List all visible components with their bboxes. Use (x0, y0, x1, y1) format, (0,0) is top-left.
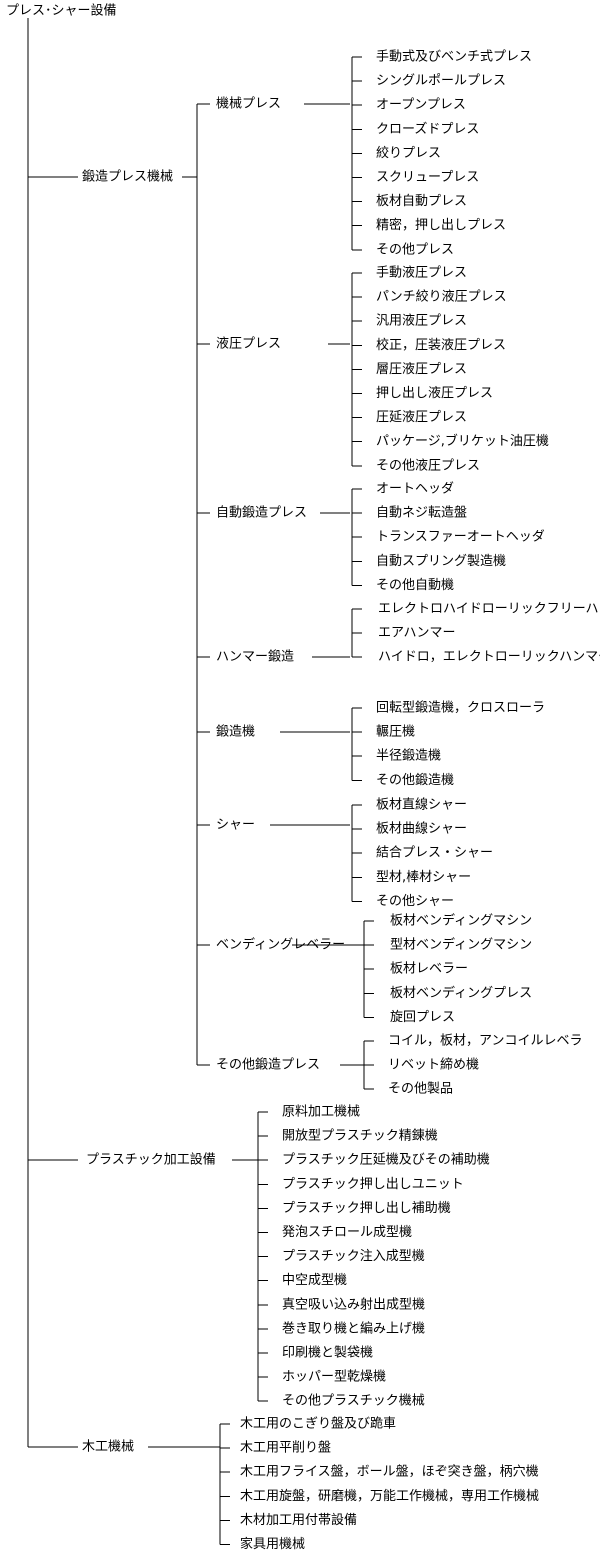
leaf-label: パッケージ,ブリケット油圧機 (376, 433, 549, 449)
leaf-label: 木材加工用付帯設備 (240, 1512, 357, 1528)
leaf-label: 印刷機と製袋機 (282, 1346, 373, 1361)
leaf-label: 自動ネジ転造盤 (376, 506, 467, 521)
group-label: 鍛造機 (216, 725, 255, 740)
leaf-label: 中空成型機 (282, 1273, 347, 1288)
leaf-label: ハイドロ，エレクトローリックハンマー (378, 650, 600, 665)
leaf-label: 輾圧機 (376, 725, 415, 740)
leaf-label: プラスチック押し出し補助機 (282, 1201, 451, 1216)
leaf-label: その他プレス (376, 242, 454, 257)
leaf-label: 自動スプリング製造機 (376, 554, 506, 569)
leaf-label: プラスチック押し出しユニット (282, 1177, 464, 1192)
group-label: 液圧プレス (216, 337, 281, 352)
leaf-label: エアハンマー (378, 626, 455, 641)
leaf-label: その他製品 (388, 1082, 453, 1097)
leaf-label: パンチ絞り液圧プレス (376, 290, 507, 305)
leaf-label: リベット締め機 (388, 1057, 479, 1073)
group-label: ハンマー鍛造 (216, 650, 294, 665)
leaf-label: 家具用機械 (240, 1536, 305, 1552)
leaf-label: スクリュープレス (376, 170, 479, 185)
leaf-label: 精密，押し出しプレス (376, 217, 506, 233)
leaf-label: プラスチック注入成型機 (282, 1249, 425, 1264)
leaf-label: その他液圧プレス (376, 458, 480, 473)
leaf-label: 木工用旋盤，研磨機，万能工作機械，専用工作機械 (240, 1489, 539, 1504)
leaf-label: 結合プレス・シャー (376, 846, 493, 861)
category-label: 木工機械 (82, 1440, 134, 1455)
leaf-label: その他自動機 (376, 578, 454, 593)
leaf-label: 板材ベンディングマシン (390, 913, 532, 929)
leaf-label: 型材ベンディングマシン (390, 937, 532, 953)
leaf-label: 圧延液圧プレス (376, 410, 467, 425)
leaf-label: ホッパー型乾燥機 (282, 1370, 386, 1385)
group-label: 機械プレス (216, 97, 281, 112)
tree-title: プレス･シャー設備 (6, 3, 117, 19)
leaf-label: 手動液圧プレス (376, 266, 467, 281)
leaf-label: 板材レベラー (390, 962, 468, 977)
leaf-label: 層圧液圧プレス (376, 362, 467, 377)
group-label: その他鍛造プレス (216, 1058, 320, 1073)
leaf-label: 発泡スチロール成型機 (282, 1225, 412, 1240)
leaf-label: 木工用平削り盤 (240, 1441, 331, 1456)
leaf-label: その他シャー (376, 894, 454, 909)
leaf-label: 板材直線シャー (376, 797, 467, 813)
leaf-label: コイル，板材，アンコイルレベラ (388, 1034, 582, 1049)
leaf-label: クローズドプレス (376, 121, 479, 137)
leaf-label: 校正，圧装液圧プレス (376, 337, 506, 353)
category-label: プラスチック加工設備 (86, 1152, 216, 1168)
leaf-label: 絞りプレス (376, 146, 441, 161)
leaf-label: オートヘッダ (376, 482, 454, 497)
leaf-label: その他プラスチック機械 (282, 1394, 425, 1409)
leaf-label: 型材,棒材シャー (376, 870, 471, 885)
group-label: 自動鍛造プレス (216, 506, 307, 521)
leaf-label: 板材ベンディングプレス (390, 985, 532, 1001)
leaf-label: 回転型鍛造機，クロスローラ (376, 701, 545, 716)
leaf-label: 木工用フライス盤，ボール盤，ほぞ突き盤，柄穴機 (240, 1464, 539, 1480)
leaf-label: プラスチック圧延機及びその補助機 (282, 1153, 490, 1168)
category-label: 鍛造プレス機械 (82, 170, 173, 185)
leaf-label: オープンプレス (376, 98, 466, 113)
leaf-label: 真空吸い込み射出成型機 (282, 1296, 425, 1312)
group-label: ベンディングレベラー (216, 937, 345, 953)
leaf-label: 手動式及びベンチ式プレス (376, 50, 532, 65)
leaf-label: シングルポールプレス (376, 74, 506, 89)
leaf-label: 半径鍛造機 (376, 749, 441, 764)
leaf-label: 板材曲線シャー (376, 821, 467, 837)
leaf-label: 原料加工機械 (282, 1105, 360, 1120)
leaf-label: 巻き取り機と編み上げ機 (282, 1320, 425, 1336)
leaf-label: 木工用のこぎり盤及び跪車 (240, 1417, 396, 1432)
leaf-label: トランスファーオートヘッダ (376, 530, 545, 545)
leaf-label: エレクトロハイドローリックフリーハンマ (378, 602, 600, 617)
leaf-label: 汎用液圧プレス (376, 314, 467, 329)
leaf-label: その他鍛造機 (376, 773, 454, 788)
leaf-label: 旋回プレス (390, 1010, 455, 1025)
leaf-label: 開放型プラスチック精錬機 (282, 1129, 438, 1144)
leaf-label: 板材自動プレス (376, 194, 467, 209)
group-label: シャー (216, 818, 255, 833)
leaf-label: 押し出し液圧プレス (376, 386, 493, 401)
